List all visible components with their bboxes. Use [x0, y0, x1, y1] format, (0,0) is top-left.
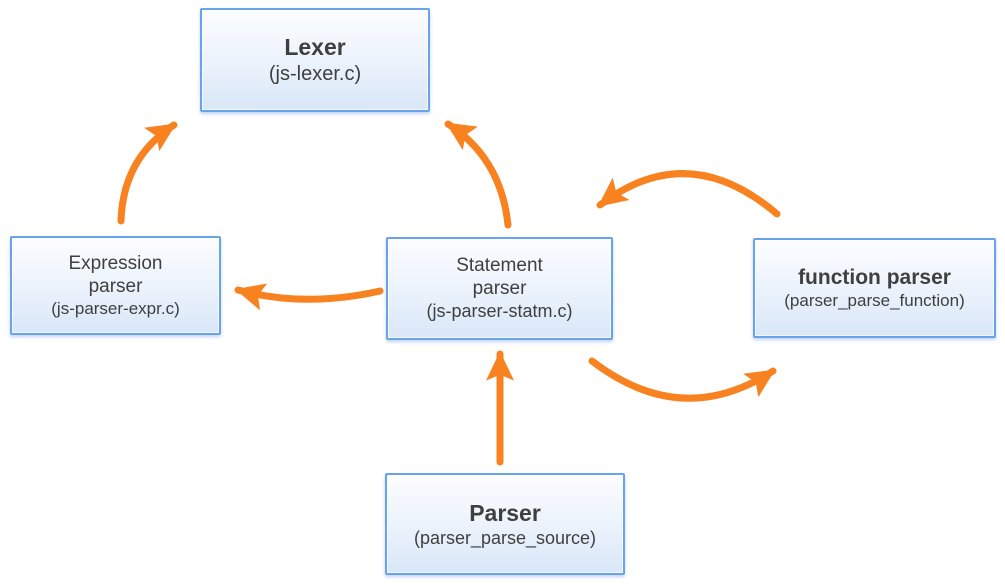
- edge-statement-parser-to-expression-parser: [234, 283, 384, 311]
- edge-statement-parser-to-lexer: [444, 120, 512, 229]
- edge-function-parser-to-statement-parser: [596, 170, 781, 218]
- node-expression-parser-subtitle: (js-parser-expr.c): [51, 299, 180, 319]
- node-parser-subtitle: (parser_parse_source): [413, 527, 597, 548]
- node-function-parser: function parser (parser_parse_function): [753, 238, 996, 338]
- node-parser: Parser (parser_parse_source): [385, 473, 625, 575]
- node-lexer: Lexer (js-lexer.c): [200, 8, 430, 112]
- edge-statement-parser-to-function-parser: [588, 357, 777, 402]
- node-lexer-title: Lexer: [284, 34, 346, 61]
- node-statement-parser-subtitle: (js-parser-statm.c): [426, 301, 573, 322]
- node-expression-parser-title: Expression parser: [68, 252, 163, 297]
- node-statement-parser: Statement parser (js-parser-statm.c): [386, 237, 613, 340]
- node-function-parser-title: function parser: [798, 265, 951, 289]
- node-lexer-subtitle: (js-lexer.c): [268, 62, 362, 85]
- node-function-parser-subtitle: (parser_parse_function): [784, 291, 965, 311]
- node-expression-parser: Expression parser (js-parser-expr.c): [10, 236, 221, 335]
- node-parser-title: Parser: [469, 499, 541, 526]
- node-statement-parser-title: Statement parser: [456, 255, 543, 300]
- edge-expression-parser-to-lexer: [117, 121, 178, 225]
